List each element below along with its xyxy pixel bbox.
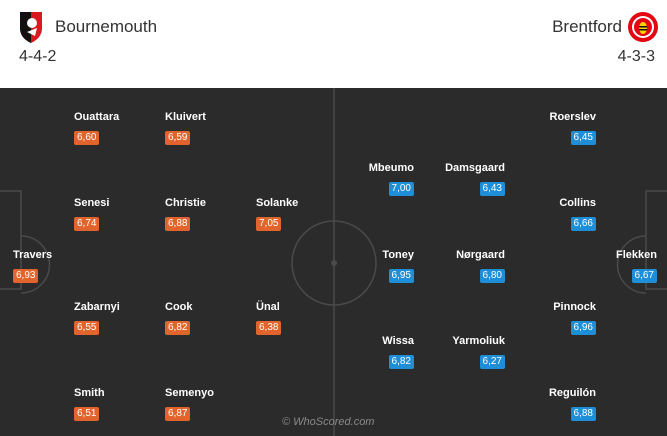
player-name: Toney	[382, 249, 414, 261]
player-name: Pinnock	[553, 301, 596, 313]
player-name: Collins	[559, 197, 596, 209]
player-rating: 6,51	[74, 407, 100, 421]
player-rating: 6,66	[570, 217, 596, 231]
match-header: Bournemouth 4-4-2 Brentford 4-3-3	[0, 0, 667, 88]
player-rating: 6,43	[479, 182, 505, 196]
brentford-crest-icon	[628, 12, 658, 42]
player-name: Cook	[165, 301, 193, 313]
player-rating: 6,67	[631, 269, 657, 283]
player-name: Roerslev	[549, 111, 596, 123]
player-name: Travers	[13, 249, 53, 261]
player-name: Flekken	[616, 249, 657, 261]
player-rating: 6,82	[388, 355, 414, 369]
player-rating: 6,74	[74, 217, 100, 231]
away-formation: 4-3-3	[617, 48, 655, 65]
player-rating: 6,80	[479, 269, 505, 283]
player-rating: 6,55	[74, 321, 100, 335]
player-rating: 6,88	[165, 217, 191, 231]
player-rating: 6,59	[165, 131, 191, 145]
player-rating: 6,96	[570, 321, 596, 335]
player-name: Semenyo	[165, 387, 214, 399]
player-rating: 7,00	[388, 182, 414, 196]
player-name: Nørgaard	[456, 249, 505, 261]
player-rating: 6,88	[570, 407, 596, 421]
player-rating: 6,87	[165, 407, 191, 421]
player-name: Senesi	[74, 197, 110, 209]
player-name: Solanke	[256, 197, 299, 209]
player-name: Mbeumo	[368, 162, 414, 174]
player-name: Reguilón	[548, 387, 596, 399]
player-name: Ünal	[256, 301, 280, 313]
player-name: Christie	[165, 197, 206, 209]
player-rating: 6,95	[388, 269, 414, 283]
player-rating: 6,27	[479, 355, 505, 369]
player-rating: 6,60	[74, 131, 100, 145]
player-name: Yarmoliuk	[452, 335, 505, 347]
player-name: Ouattara	[74, 111, 120, 123]
player-rating: 6,45	[570, 131, 596, 145]
player-rating: 6,93	[13, 269, 39, 283]
player-name: Kluivert	[165, 111, 206, 123]
home-team-name[interactable]: Bournemouth	[55, 17, 158, 36]
player-rating: 7,05	[256, 217, 282, 231]
player-name: Smith	[74, 387, 105, 399]
pitch-markings	[0, 88, 667, 436]
home-formation: 4-4-2	[19, 48, 57, 65]
player-rating: 6,82	[165, 321, 191, 335]
player-name: Damsgaard	[445, 162, 505, 174]
away-team-name[interactable]: Brentford	[552, 17, 622, 36]
player-rating: 6,38	[256, 321, 282, 335]
player-name: Zabarnyi	[74, 301, 120, 313]
pitch	[0, 88, 667, 436]
bournemouth-crest-icon	[20, 12, 42, 43]
whoscored-watermark: © WhoScored.com	[282, 416, 375, 428]
player-name: Wissa	[382, 335, 414, 347]
